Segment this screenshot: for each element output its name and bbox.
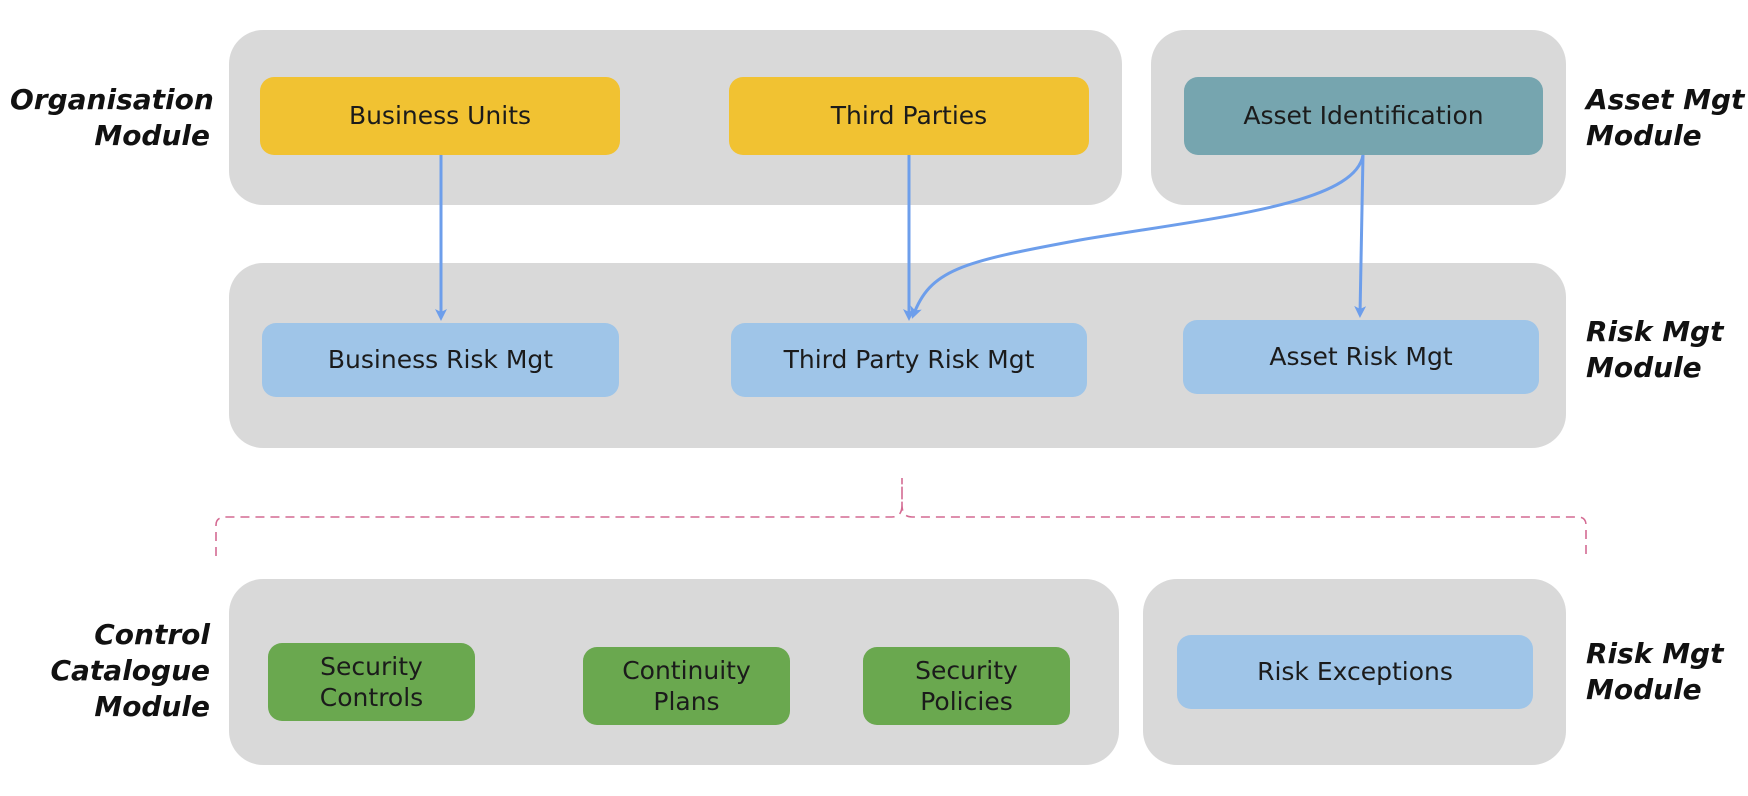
- security-controls-node: Security Controls: [268, 643, 475, 721]
- asset-identification-node: Asset Identification: [1184, 77, 1543, 155]
- risk-mgt-module-label: Risk Mgt Module: [1586, 315, 1724, 384]
- security-policies-node: Security Policies: [863, 647, 1070, 725]
- control-catalogue-module-label: Control Catalogue Module: [50, 618, 210, 723]
- continuity-plans-node: Continuity Plans: [583, 647, 790, 725]
- asset-risk-mgt-node: Asset Risk Mgt: [1183, 320, 1539, 394]
- dashed-brace: [215, 478, 1587, 556]
- business-units-node: Business Units: [260, 77, 620, 155]
- organisation-module-label: Organisation Module: [10, 83, 214, 152]
- third-party-risk-mgt-node: Third Party Risk Mgt: [731, 323, 1087, 397]
- third-parties-node: Third Parties: [729, 77, 1089, 155]
- business-risk-mgt-node: Business Risk Mgt: [262, 323, 619, 397]
- risk-exceptions-module-label: Risk Mgt Module: [1586, 637, 1724, 706]
- risk-exceptions-node: Risk Exceptions: [1177, 635, 1533, 709]
- asset-mgt-module-label: Asset Mgt Module: [1586, 83, 1745, 152]
